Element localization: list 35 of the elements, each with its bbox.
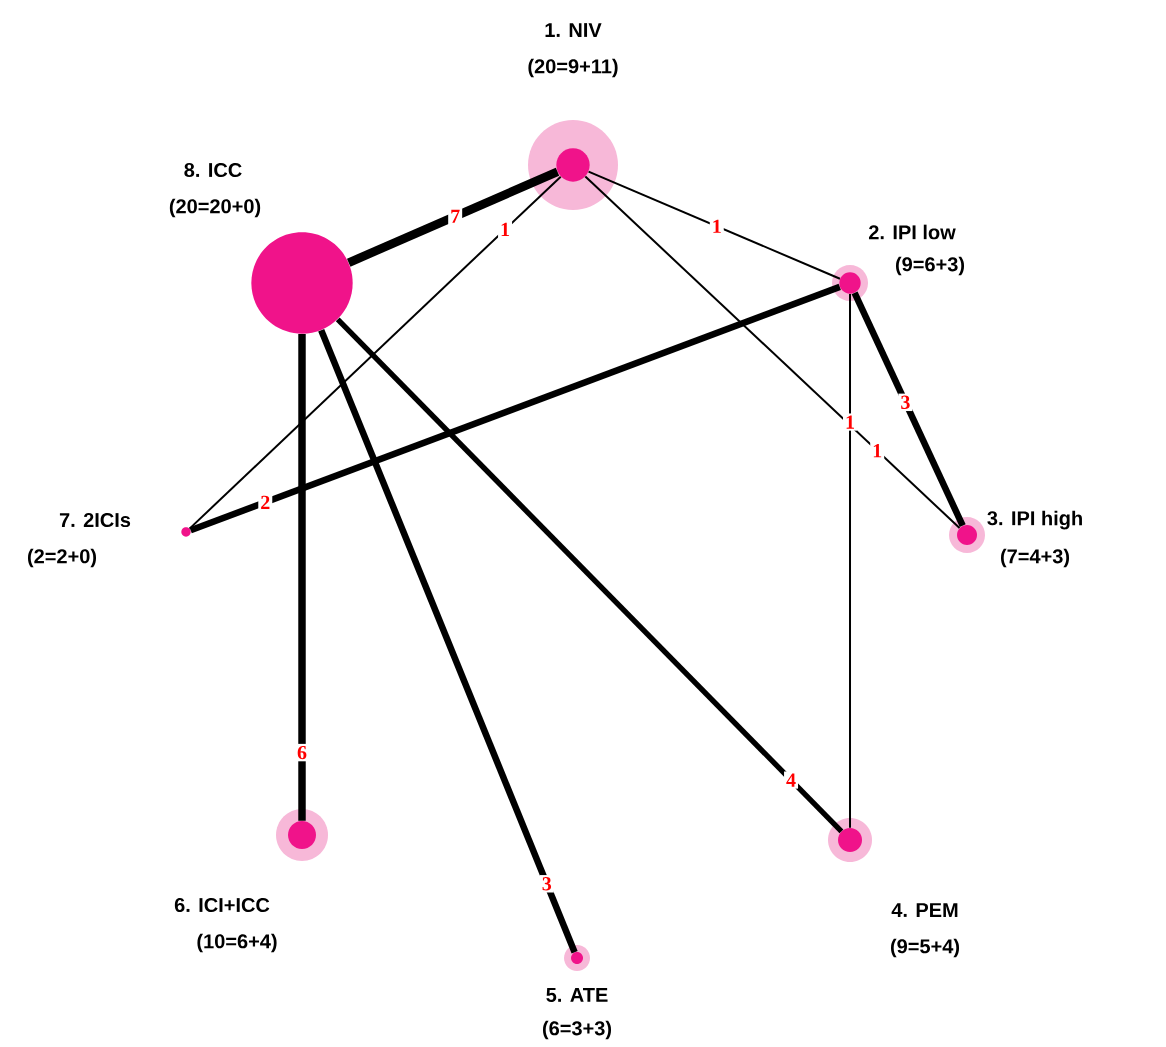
node-label: 8. ICC <box>184 162 242 178</box>
edge-label: 1 <box>498 220 513 239</box>
node-label: 3. IPI high <box>987 510 1082 530</box>
edge-label: 1 <box>870 442 885 460</box>
node-label: (6=3+3) <box>543 1020 612 1040</box>
edge-line <box>318 328 578 954</box>
node-label: 5. ATE <box>546 988 608 1002</box>
edge-line <box>584 175 961 529</box>
edge-label: 7 <box>448 207 463 225</box>
edge-label: 1 <box>843 413 857 431</box>
node-label: (9=5+4) <box>891 938 960 958</box>
edge-label: 3 <box>898 393 913 412</box>
node-label: 2. IPI low <box>869 224 956 240</box>
edge-line <box>849 292 851 829</box>
node-label: 1. NIV <box>545 23 602 37</box>
node-label: (2=2+0) <box>28 548 97 568</box>
edge-label: 2 <box>258 493 273 511</box>
edge-line <box>188 175 562 530</box>
node-label: (10=6+4) <box>197 933 277 953</box>
edge-label: 1 <box>709 217 724 235</box>
node-label: (9=6+3) <box>896 256 965 276</box>
node-label: 4. PEM <box>891 903 958 917</box>
edge-label: 4 <box>784 771 799 789</box>
edge-line <box>335 317 844 834</box>
edge-line <box>851 291 966 528</box>
node-label: (20=20+0) <box>169 198 261 218</box>
node-label: (20=9+11) <box>528 58 618 78</box>
node-label: 6. ICI+ICC <box>174 897 270 913</box>
edge-label: 3 <box>539 875 554 893</box>
edge-label: 6 <box>295 743 309 762</box>
node-label: 7. 2ICIs <box>59 512 131 528</box>
edge-line <box>587 170 841 280</box>
edge-line <box>346 167 560 267</box>
edge-line <box>189 283 841 534</box>
node-label: (7=4+3) <box>1001 548 1070 568</box>
